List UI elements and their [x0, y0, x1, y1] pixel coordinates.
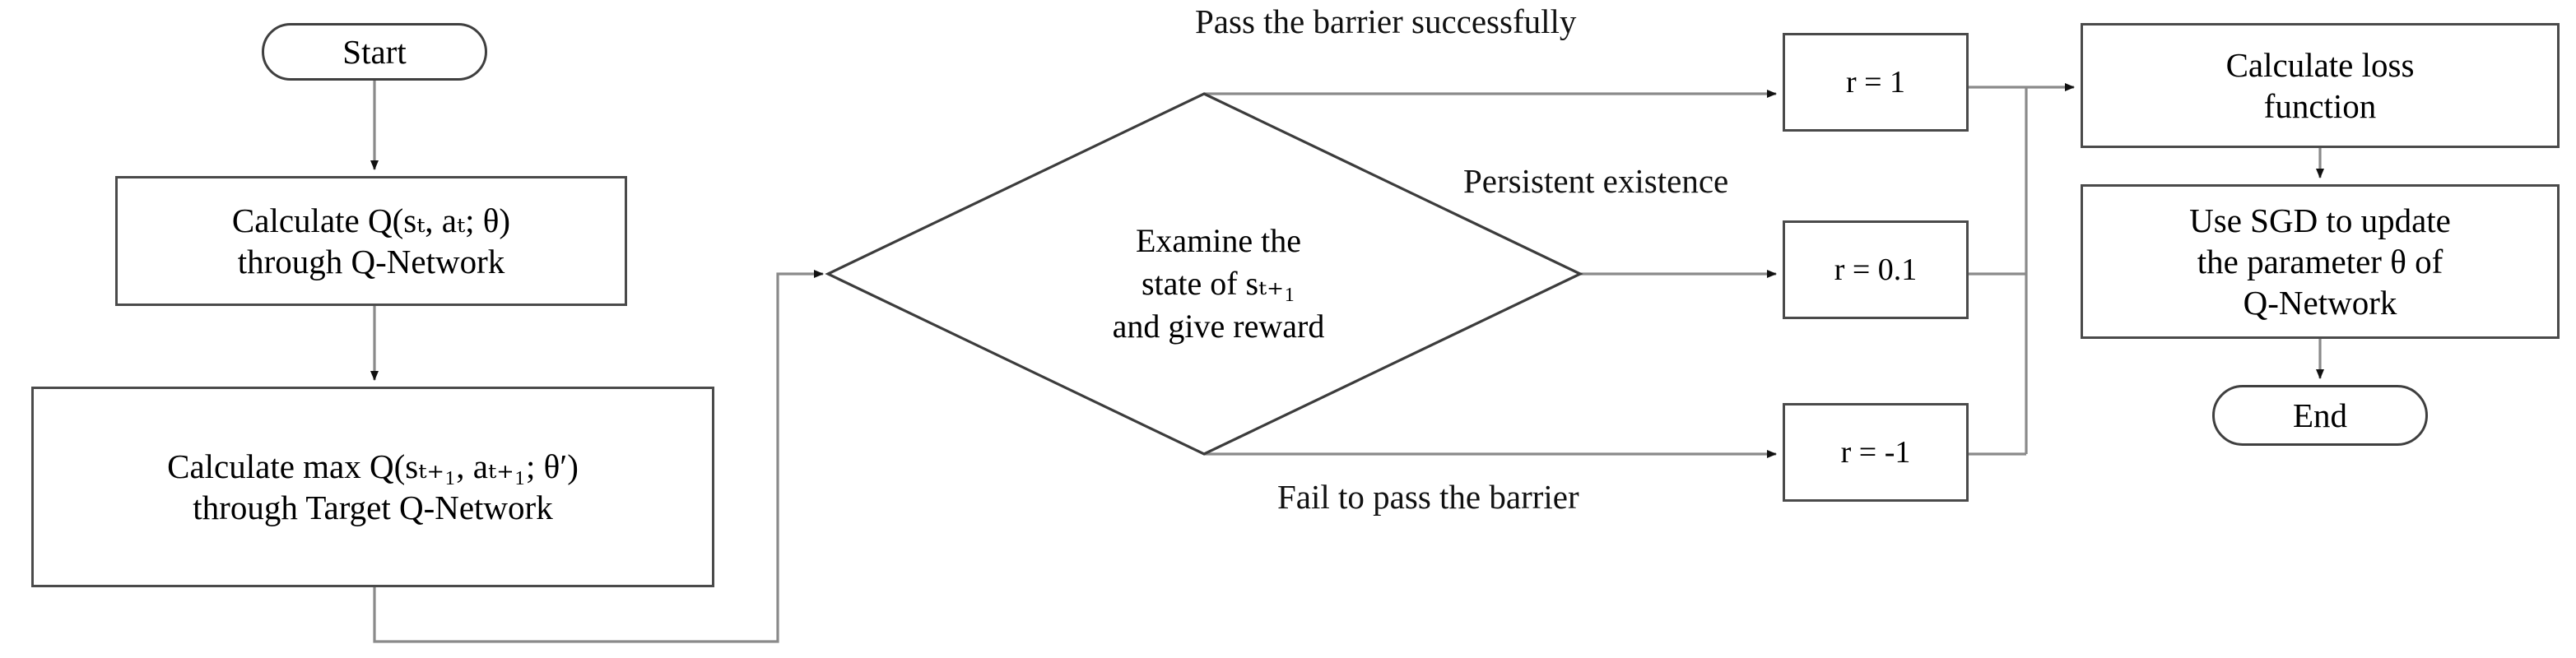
- node-sgd-update[interactable]: Use SGD to update the parameter θ of Q-N…: [2081, 184, 2560, 339]
- edge-label-pass-barrier: Pass the barrier successfully: [1195, 2, 1577, 40]
- node-reward-persist[interactable]: r = 0.1: [1783, 220, 1969, 319]
- node-calculate-q[interactable]: Calculate Q(sₜ, aₜ; θ) through Q-Network: [115, 176, 627, 306]
- node-decision-examine-state[interactable]: Examine the state of sₜ₊₁ and give rewar…: [827, 92, 1580, 456]
- node-end-label: End: [2292, 396, 2348, 434]
- node-calculate-loss-label: Calculate loss function: [2225, 45, 2415, 125]
- node-calculate-max-q[interactable]: Calculate max Q(sₜ₊₁, aₜ₊₁; θ′) through …: [31, 387, 714, 587]
- decision-diamond-shape: [825, 92, 1583, 456]
- edge-label-fail-barrier: Fail to pass the barrier: [1277, 478, 1579, 516]
- node-decision-label: Examine the state of sₜ₊₁ and give rewar…: [1112, 222, 1325, 345]
- node-reward-fail-label: r = -1: [1840, 434, 1911, 470]
- node-start[interactable]: Start: [262, 23, 487, 81]
- node-start-label: Start: [342, 32, 407, 71]
- node-calculate-q-label: Calculate Q(sₜ, aₜ; θ) through Q-Network: [231, 201, 511, 280]
- node-calculate-max-q-label: Calculate max Q(sₜ₊₁, aₜ₊₁; θ′) through …: [167, 447, 579, 526]
- node-sgd-update-label: Use SGD to update the parameter θ of Q-N…: [2189, 201, 2451, 322]
- edge-label-persistent-existence: Persistent existence: [1463, 162, 1729, 200]
- node-reward-pass[interactable]: r = 1: [1783, 33, 1969, 132]
- node-reward-fail[interactable]: r = -1: [1783, 403, 1969, 502]
- node-reward-pass-label: r = 1: [1845, 64, 1906, 100]
- node-calculate-loss[interactable]: Calculate loss function: [2081, 23, 2560, 148]
- node-end[interactable]: End: [2212, 385, 2428, 446]
- node-reward-persist-label: r = 0.1: [1834, 252, 1918, 287]
